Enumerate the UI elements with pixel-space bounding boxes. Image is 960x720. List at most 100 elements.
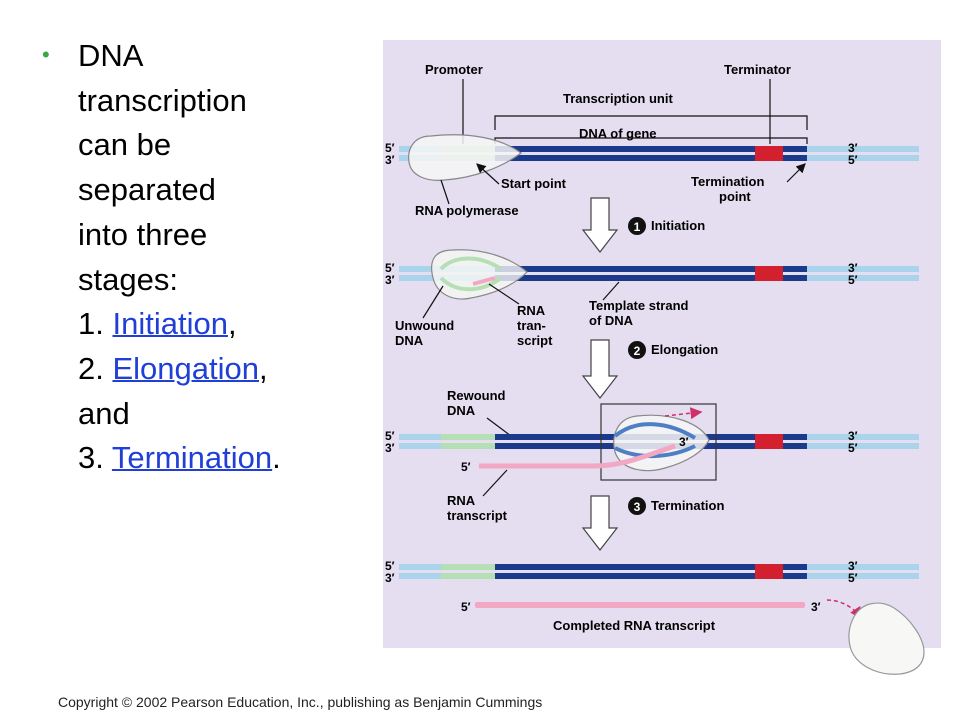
rewound-dna-label: Rewound	[447, 388, 506, 403]
text-line: transcription	[78, 82, 247, 118]
rna-polymerase-shape	[848, 602, 925, 675]
five-prime-label: 5′	[848, 571, 858, 585]
completed-rna-strand	[475, 602, 805, 608]
three-prime-label: 3′	[679, 435, 689, 449]
text-line: into three	[78, 216, 208, 252]
initiation-link[interactable]: Initiation	[112, 306, 228, 342]
diagram-svg: Promoter Terminator Transcription unit D…	[385, 62, 919, 633]
dna-template-strand	[399, 155, 919, 161]
downstream-strand	[807, 146, 919, 152]
direction-arrow	[664, 407, 703, 420]
rna-transcript-growing	[479, 443, 676, 469]
five-prime-label: 5′	[848, 273, 858, 287]
three-prime-label: 3′	[385, 571, 395, 585]
text-line: can be	[78, 127, 172, 163]
step-termination-label: Termination	[651, 498, 724, 513]
terminator-label: Terminator	[724, 62, 791, 77]
start-point-arrow	[476, 163, 500, 185]
step-number: 3	[634, 500, 641, 514]
stage-item-elongation: 2. Elongation,	[78, 347, 378, 392]
copyright-footer: Copyright © 2002 Pearson Education, Inc.…	[58, 694, 543, 710]
rna-transcript-label: transcript	[447, 508, 508, 523]
dna-coding-strand	[399, 146, 919, 152]
slide-text: DNA transcription can be separated into …	[78, 34, 378, 481]
five-prime-label: 5′	[848, 441, 858, 455]
item-punct: ,	[227, 306, 237, 342]
downstream-strand	[807, 443, 919, 449]
rewound-dna-label: DNA	[447, 403, 476, 418]
rna-transcript-label: script	[517, 333, 553, 348]
panel-initiation: 5′ 3′ 3′ 5′ Unwound DNA RNA tran- script…	[385, 249, 919, 348]
transcription-unit-label: Transcription unit	[563, 91, 673, 106]
unwound-strand	[439, 276, 503, 292]
unwound-strand	[613, 422, 697, 440]
rna-transcript-pointer	[482, 469, 508, 497]
text-line: DNA	[78, 38, 144, 73]
rna-polymerase-label: RNA polymerase	[415, 203, 519, 218]
dna-coding-strand	[399, 266, 919, 272]
text-line: separated	[78, 172, 216, 208]
terminator-region	[755, 564, 783, 579]
unwound-dna-label: Unwound	[395, 318, 454, 333]
elongation-zoom-box	[600, 403, 717, 481]
template-strand-label: of DNA	[589, 313, 634, 328]
item-number: 2.	[78, 350, 113, 386]
text-line: and	[78, 395, 130, 431]
five-prime-label: 5′	[385, 261, 395, 275]
down-arrow-icon	[581, 197, 619, 253]
promoter-region	[441, 573, 495, 579]
stage-item-termination: 3. Termination.	[78, 436, 378, 481]
termination-point-arrow	[786, 163, 806, 183]
rna-transcript-label: tran-	[517, 318, 546, 333]
five-prime-label: 5′	[385, 559, 395, 573]
panel-gene-overview: Promoter Terminator Transcription unit D…	[385, 62, 919, 218]
downstream-strand	[807, 564, 919, 570]
panel-termination: 5′ 3′ 3′ 5′ 5′ 3′ Completed RNA transcri…	[385, 559, 919, 633]
transcription-unit-bracket	[494, 115, 808, 130]
down-arrow-icon	[581, 495, 619, 551]
text-line: stages:	[78, 261, 178, 297]
elongation-link[interactable]: Elongation	[112, 350, 259, 386]
item-number: 3.	[78, 440, 112, 476]
start-point-label: Start point	[501, 176, 567, 191]
unwound-pointer	[422, 285, 444, 319]
step-number-badge	[628, 341, 646, 359]
rna-transcript-pointer	[488, 283, 520, 305]
promoter-region	[441, 434, 495, 440]
panel-elongation: Rewound DNA 5′ 3′ 3′ 5′ 3′ 5′ RNA transc…	[385, 388, 919, 523]
rewound-pointer	[486, 417, 512, 437]
three-prime-label: 3′	[385, 153, 395, 167]
downstream-strand	[807, 266, 919, 272]
five-prime-label: 5′	[461, 460, 471, 474]
three-prime-label: 3′	[385, 441, 395, 455]
item-punct: .	[272, 440, 281, 476]
step-number: 2	[634, 344, 641, 358]
promoter-region	[441, 564, 495, 570]
dna-coding-strand	[399, 564, 919, 570]
rna-transcript-short	[472, 276, 496, 286]
unwound-strand	[439, 256, 503, 271]
step-number-badge	[628, 217, 646, 235]
three-prime-label: 3′	[848, 261, 858, 275]
item-number: 1.	[78, 306, 113, 342]
dna-template-strand	[399, 275, 919, 281]
three-prime-label: 3′	[848, 429, 858, 443]
completed-rna-label: Completed RNA transcript	[553, 618, 716, 633]
dna-template-strand	[399, 573, 919, 579]
rna-transcript-label: RNA	[517, 303, 546, 318]
down-arrow-icon	[581, 339, 619, 399]
termination-link[interactable]: Termination	[111, 440, 273, 476]
downstream-strand	[807, 155, 919, 161]
downstream-strand	[807, 573, 919, 579]
stage-item-initiation: 1. Initiation,	[78, 302, 378, 347]
item-punct: ,	[258, 350, 268, 386]
rna-transcript-label: RNA	[447, 493, 476, 508]
downstream-strand	[807, 434, 919, 440]
rna-polymerase-shape	[431, 249, 528, 300]
three-prime-label: 3′	[848, 141, 858, 155]
termination-point-label: Termination	[691, 174, 764, 189]
five-prime-label: 5′	[848, 153, 858, 167]
rna-polymerase-shape	[408, 134, 523, 181]
five-prime-label: 5′	[385, 141, 395, 155]
bullet-marker: •	[42, 42, 50, 67]
